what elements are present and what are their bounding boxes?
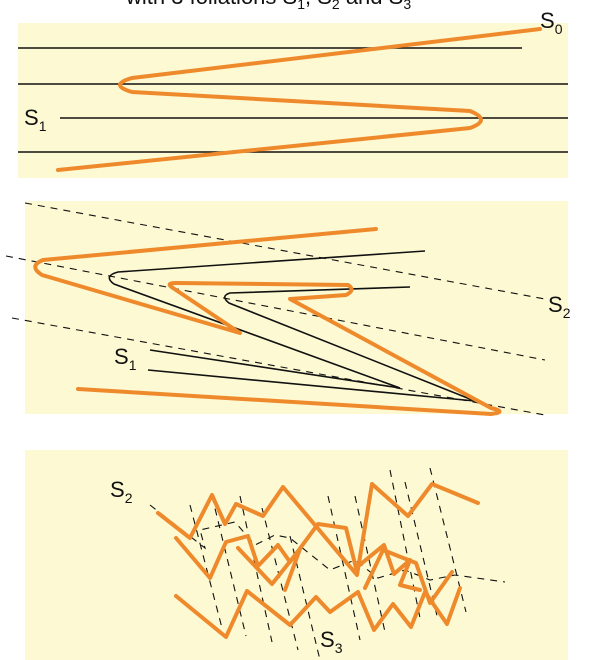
s0-folded-vein (33, 227, 502, 416)
panel-1: S0 S1 (18, 8, 568, 178)
s0-crenulated-vein (156, 482, 480, 577)
s2-cleavage-line (24, 202, 546, 300)
s0-folded-vein (56, 27, 542, 172)
s3-cleavage-line (211, 495, 247, 637)
label-s1: S1 (114, 344, 137, 373)
label-s3: S3 (320, 627, 343, 656)
panel-2: S2 S1 (5, 201, 571, 416)
s0-crenulated-vein (236, 546, 302, 592)
s3-cleavage-line (327, 495, 361, 641)
s0-crenulated-vein (174, 522, 422, 592)
panel-3: S2 S3 (25, 450, 568, 660)
s3-cleavage-line (289, 535, 321, 660)
figure-title: with 3 foliations S1, S2 and S3 (125, 0, 411, 12)
label-s2: S2 (548, 292, 571, 321)
s3-cleavage-line (354, 495, 386, 633)
panel-2-background (25, 201, 568, 414)
s1-folded-line (147, 286, 476, 402)
s3-cleavage-line (189, 504, 223, 629)
s1-folded-line (108, 250, 426, 389)
s0-crenulated-vein (174, 586, 462, 639)
s2-crenulated-trace (149, 504, 506, 583)
label-s2: S2 (110, 477, 133, 506)
s3-cleavage-line (261, 507, 299, 651)
label-s0: S0 (540, 8, 563, 37)
s2-cleavage-line (5, 255, 546, 361)
s0-crenulated-vein (363, 548, 454, 605)
label-s1: S1 (24, 105, 47, 134)
